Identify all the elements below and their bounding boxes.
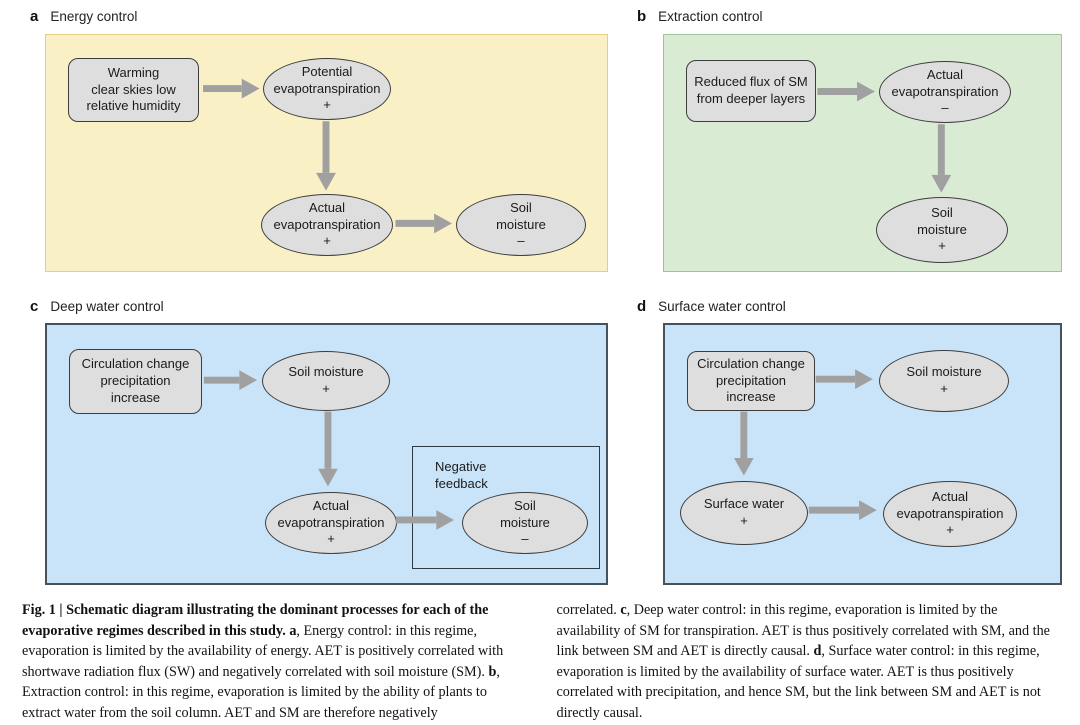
node-circulation-driver-c-label: Circulation change precipitation increas… [81,356,190,405]
node-surface-water-label: Surface water + [703,496,785,528]
node-soil-moisture-a: Soil moisture – [456,194,586,256]
node-actual-evapotranspiration-b-label: Actual evapotranspiration – [891,66,999,116]
node-actual-evapotranspiration-d-label: Actual evapotranspiration + [896,488,1004,538]
caption-b-text: , Extraction control: in this regime, ev… [22,663,500,721]
node-soil-moisture-c: Soil moisture + [262,351,390,411]
panel-a-header: a Energy control [30,8,137,25]
arrow-potential-et-to-actual-et [316,121,336,191]
caption-b-marker: b [488,663,497,680]
arrow-warming-to-potential-et [203,78,260,99]
figure-caption: Fig. 1 | Schematic diagram illustrating … [22,600,1062,724]
arrow-soil-moisture-to-actual-et-c [318,411,338,487]
panel-c-title: Deep water control [50,299,164,314]
panel-d-title: Surface water control [658,299,786,314]
panel-c-letter: c [30,298,39,315]
arrow-actual-et-to-soil-moisture-b [931,124,952,193]
node-warming-driver: Warming clear skies low relative humidit… [68,58,199,122]
arrow-circulation-to-surface-water [733,411,754,476]
node-soil-moisture-c-label: Soil moisture + [288,364,364,396]
caption-continued-text: correlated. [556,602,621,618]
node-soil-moisture-feedback: Soil moisture – [462,492,588,554]
node-circulation-driver-d: Circulation change precipitation increas… [687,351,815,411]
arrow-surface-water-to-actual-et [808,500,877,520]
caption-c-marker: c [620,602,627,618]
caption-a-text: , Energy control: in this regime, evapor… [22,622,504,680]
panel-a-energy-control: Warming clear skies low relative humidit… [45,34,608,272]
node-soil-moisture-d-label: Soil moisture + [906,364,982,396]
node-potential-evapotranspiration-label: Potential evapotranspiration + [273,63,381,113]
arrow-circulation-to-soil-moisture-c [203,370,258,390]
node-reduced-flux-driver: Reduced flux of SM from deeper layers [686,60,816,122]
node-actual-evapotranspiration-c-label: Actual evapotranspiration + [277,497,385,547]
panel-d-letter: d [637,298,647,315]
node-soil-moisture-b-label: Soil moisture + [917,204,967,254]
node-soil-moisture-feedback-label: Soil moisture – [500,497,550,547]
node-circulation-driver-d-label: Circulation change precipitation increas… [697,355,805,405]
negative-feedback-label: Negative feedback [435,459,488,491]
panel-b-extraction-control: Reduced flux of SM from deeper layers Ac… [663,34,1062,272]
node-warming-driver-label: Warming clear skies low relative humidit… [86,64,181,114]
arrow-actual-et-to-soil-moisture [395,213,452,234]
node-soil-moisture-a-label: Soil moisture – [496,199,546,249]
caption-c-text: , Deep water control: in this regime, ev… [556,602,1050,660]
panel-c-header: c Deep water control [30,298,164,315]
node-actual-evapotranspiration-b: Actual evapotranspiration – [879,61,1011,123]
caption-a-marker: a [289,622,297,639]
panel-b-letter: b [637,8,647,25]
panel-a-letter: a [30,8,39,25]
negative-feedback-box: Negative feedback [412,446,600,569]
node-actual-evapotranspiration-c: Actual evapotranspiration + [265,492,397,554]
node-circulation-driver-c: Circulation change precipitation increas… [69,349,202,414]
arrow-circulation-to-soil-moisture-d [815,369,873,390]
caption-right-column: correlated. c, Deep water control: in th… [557,600,1063,724]
panel-b-header: b Extraction control [637,8,762,25]
panel-d-surface-water-control: Circulation change precipitation increas… [663,323,1062,585]
node-actual-evapotranspiration-a-label: Actual evapotranspiration + [273,199,381,249]
caption-left-column: Fig. 1 | Schematic diagram illustrating … [22,600,528,724]
node-soil-moisture-d: Soil moisture + [879,350,1009,412]
node-reduced-flux-driver-label: Reduced flux of SM from deeper layers [694,74,808,106]
caption-title: Fig. 1 | Schematic diagram illustrating … [22,602,489,639]
panel-c-deep-water-control: Negative feedback Circulation change pre… [45,323,608,585]
node-surface-water: Surface water + [680,481,808,545]
panel-d-header: d Surface water control [637,298,786,315]
panel-b-title: Extraction control [658,9,763,24]
arrow-reduced-flux-to-actual-et [817,81,875,102]
node-soil-moisture-b: Soil moisture + [876,197,1008,263]
node-potential-evapotranspiration: Potential evapotranspiration + [263,58,391,120]
caption-d-text: , Surface water control: in this regime,… [556,643,1041,721]
panel-a-title: Energy control [50,9,138,24]
node-actual-evapotranspiration-a: Actual evapotranspiration + [261,194,393,256]
caption-d-marker: d [813,643,822,660]
node-actual-evapotranspiration-d: Actual evapotranspiration + [883,481,1017,547]
